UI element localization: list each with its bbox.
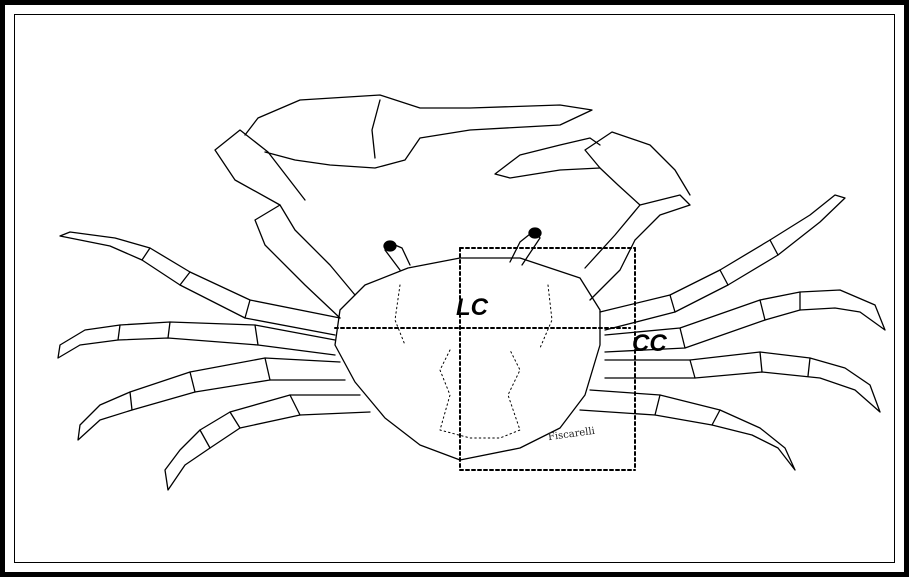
left-leg-3 bbox=[78, 358, 345, 440]
left-legs bbox=[58, 232, 370, 490]
right-legs bbox=[580, 195, 885, 470]
right-minor-cheliped bbox=[495, 132, 690, 300]
left-leg-4 bbox=[165, 395, 370, 490]
right-leg-4 bbox=[580, 390, 795, 470]
cc-label: CC bbox=[632, 332, 667, 356]
left-major-cheliped bbox=[215, 95, 592, 318]
left-leg-1 bbox=[60, 232, 340, 335]
right-leg-3 bbox=[605, 352, 880, 412]
lc-label: LC bbox=[456, 296, 488, 320]
